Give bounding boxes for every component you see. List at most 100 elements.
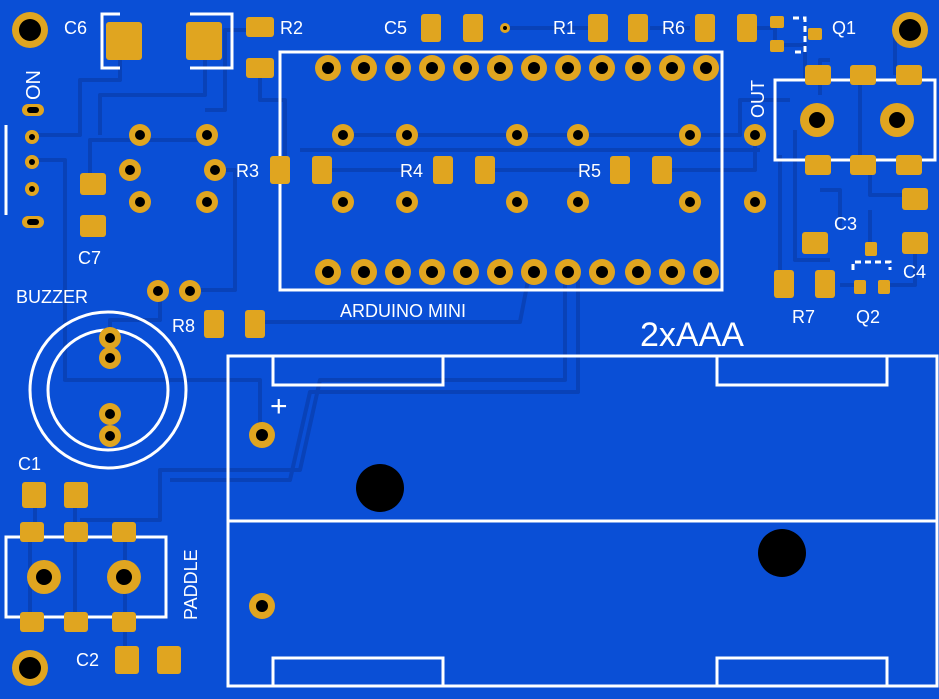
small-pad-2-drill [185,286,195,296]
c1-pad-2 [64,482,88,508]
arduino-bottom-pin-1-drill [322,266,334,278]
r3-pad-1 [270,156,290,184]
out-pad-6 [896,155,922,175]
silkscreen-labels: C6 R2 C5 R1 R6 Q1 ON OUT R3 R4 R5 C3 C4 … [16,18,926,670]
battery-minus-pad-drill [256,600,268,612]
arduino-bottom-pin-2-drill [358,266,370,278]
label-arduino-mini: ARDUINO MINI [340,301,466,321]
label-c5: C5 [384,18,407,38]
r1-pad-1 [588,14,608,42]
c2-pad-2 [157,646,181,674]
c4-pad-1 [902,188,928,210]
small-pad-1-drill [153,286,163,296]
left-pad-1-drill [135,130,145,140]
r4-pad-2 [475,156,495,184]
paddle-pad-5 [64,612,88,632]
q1-pad-1 [770,16,784,28]
label-c7: C7 [78,248,101,268]
q1-outline [793,16,807,54]
q2-pad-top [865,242,877,256]
c7-pad-1 [80,173,106,195]
c5-pad-1 [421,14,441,42]
label-r6: R6 [662,18,685,38]
paddle-pad-2 [64,522,88,542]
buzzer-pin-2b-drill [105,431,115,441]
battery-plus-pad-drill [256,429,268,441]
out-jack-pad-1-drill [809,112,825,128]
battery-contact-bottom-right [715,656,889,686]
label-q2: Q2 [856,307,880,327]
battery-contact-top-right [715,356,889,387]
arduino-top-pin-3-drill [392,62,404,74]
q1-pad-3 [808,28,822,40]
paddle-pad-3 [112,522,136,542]
label-buzzer: BUZZER [16,287,88,307]
inner-pad-1-drill [338,130,348,140]
arduino-top-pin-10-drill [632,62,644,74]
c6-pad-right [186,22,222,60]
inner-pad-12-drill [750,197,760,207]
inner-pad-3-drill [512,130,522,140]
label-r1: R1 [553,18,576,38]
q2-pad-right [878,280,890,294]
r4-pad-1 [433,156,453,184]
paddle-pad-4 [20,612,44,632]
label-q1: Q1 [832,18,856,38]
c6-pad-left [106,22,142,60]
r2-pad-2 [246,58,274,78]
mounting-holes [12,12,928,686]
q1-pad-2 [770,40,784,52]
arduino-top-pin-4-drill [426,62,438,74]
out-pad-3 [896,65,922,85]
label-c4: C4 [903,262,926,282]
c2-pad-1 [115,646,139,674]
arduino-bottom-pin-7-drill [528,266,540,278]
arduino-top-pin-9-drill [596,62,608,74]
label-c3: C3 [834,214,857,234]
buzzer-pin-2a-drill [105,409,115,419]
r5-pad-2 [652,156,672,184]
inner-pad-11-drill [685,197,695,207]
arduino-bottom-pin-8-drill [562,266,574,278]
q2-pad-left [854,280,866,294]
left-pad-2-drill [202,130,212,140]
through-hole-pads [27,55,914,619]
out-pad-5 [850,155,876,175]
label-battery: 2xAAA [640,316,744,354]
arduino-bottom-pin-5-drill [460,266,472,278]
out-jack-pad-2-drill [889,112,905,128]
buzzer-pin-1b-drill [105,353,115,363]
r6-pad-2 [737,14,757,42]
r8-pad-1 [204,310,224,338]
label-r8: R8 [172,316,195,336]
out-pad-1 [805,65,831,85]
r3-pad-2 [312,156,332,184]
silkscreen-outlines [4,12,939,688]
r7-pad-2 [815,270,835,298]
battery-contact-bottom-left [271,656,445,686]
inner-pad-2-drill [402,130,412,140]
arduino-bottom-pin-11-drill [666,266,678,278]
c3-pad-1 [802,232,828,254]
arduino-top-pin-12-drill [700,62,712,74]
c1-pad-1 [22,482,46,508]
copper-traces [28,20,917,660]
arduino-top-pin-6-drill [494,62,506,74]
inner-pad-9-drill [512,197,522,207]
label-on: ON [23,70,45,100]
arduino-top-pin-11-drill [666,62,678,74]
arduino-bottom-pin-6-drill [494,266,506,278]
paddle-jack-pad-2-drill [116,569,132,585]
smd-pads [20,14,928,674]
arduino-top-pin-7-drill [528,62,540,74]
label-r4: R4 [400,161,423,181]
r2-pad-1 [246,17,274,37]
c6-right-outline [190,12,234,70]
inner-pad-8-drill [402,197,412,207]
q2-outline [851,260,892,270]
label-r3: R3 [236,161,259,181]
battery-hole-left [356,464,404,512]
paddle-pad-1 [20,522,44,542]
